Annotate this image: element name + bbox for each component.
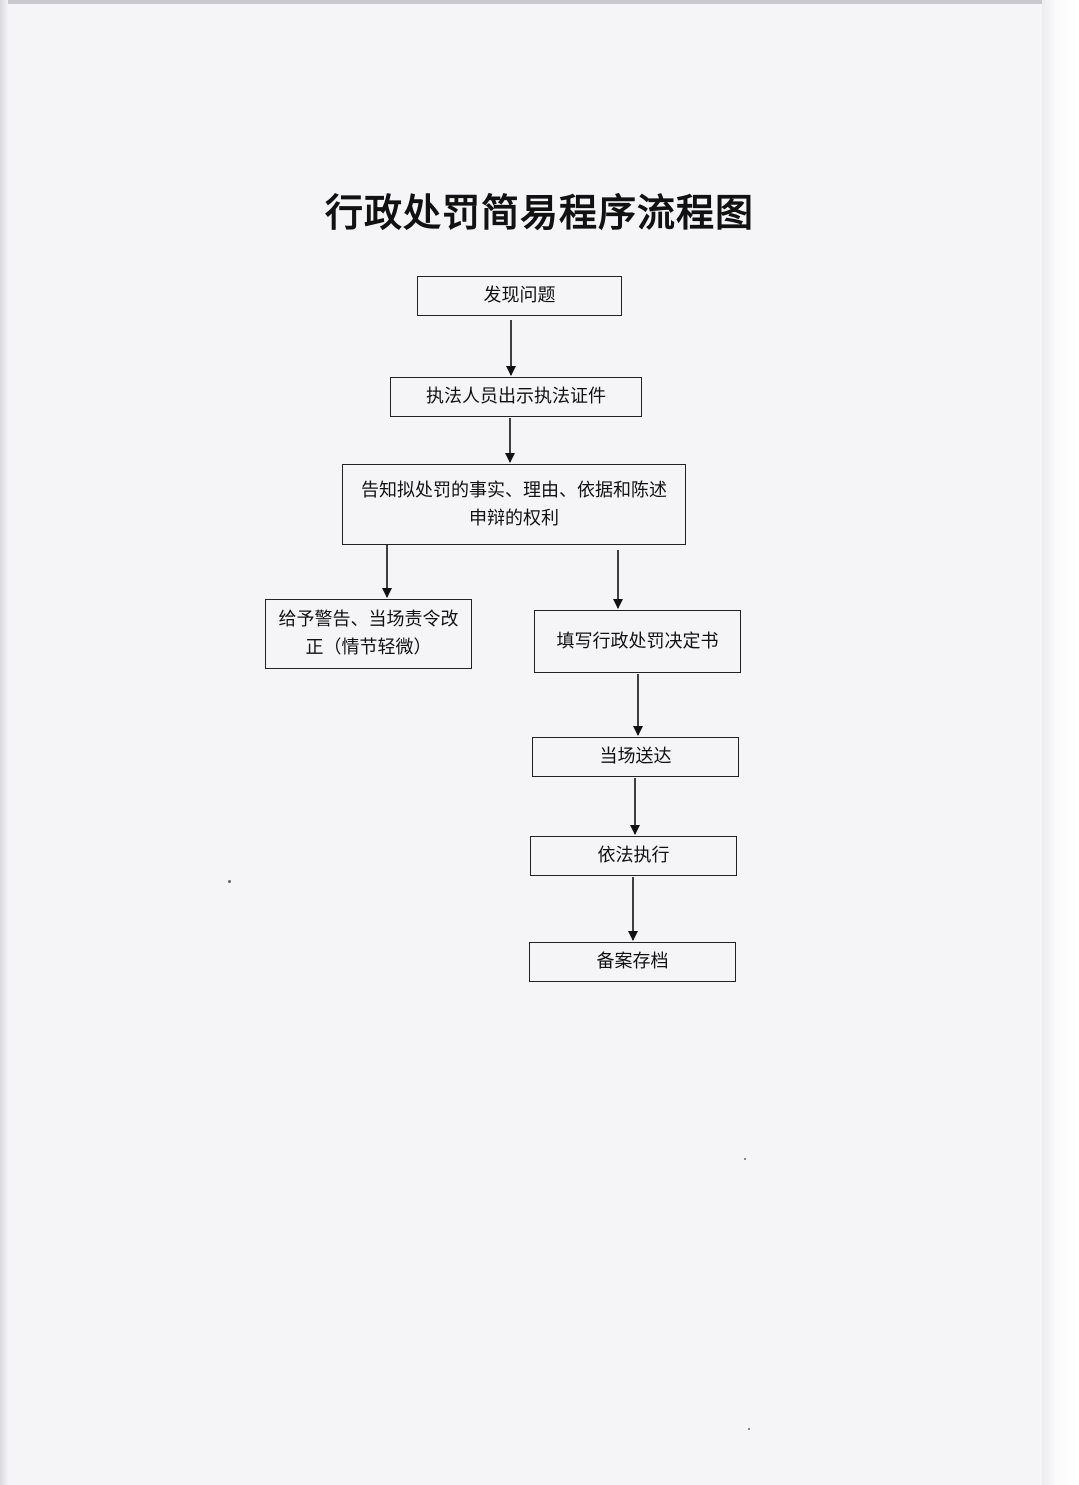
step-label: 当场送达	[599, 746, 672, 767]
step-label: 给予警告、当场责令改正（情节轻微）	[278, 609, 459, 658]
step-inform-rights: 告知拟处罚的事实、理由、依据和陈述申辩的权利	[342, 464, 686, 545]
step-warning: 给予警告、当场责令改正（情节轻微）	[265, 599, 472, 669]
page-edge-top	[0, 0, 1079, 4]
page-title: 行政处罚简易程序流程图	[324, 190, 754, 235]
step-label: 执法人员出示执法证件	[426, 386, 606, 407]
step-deliver: 当场送达	[532, 737, 739, 777]
step-label: 填写行政处罚决定书	[556, 630, 719, 652]
step-archive: 备案存档	[529, 942, 736, 982]
step-label: 依法执行	[597, 845, 670, 866]
step-label: 备案存档	[596, 951, 669, 972]
step-label: 发现问题	[483, 285, 556, 306]
paper-speck	[228, 880, 231, 883]
step-show-credentials: 执法人员出示执法证件	[390, 377, 642, 417]
step-discover-problem: 发现问题	[417, 276, 622, 316]
step-write-decision: 填写行政处罚决定书	[534, 610, 741, 673]
step-execute: 依法执行	[530, 836, 737, 876]
paper-speck	[748, 1428, 750, 1430]
step-label: 告知拟处罚的事实、理由、依据和陈述申辩的权利	[361, 479, 667, 529]
page-edge-right	[1042, 0, 1079, 1485]
page-edge-left	[0, 0, 8, 1485]
paper-speck	[744, 1158, 746, 1160]
